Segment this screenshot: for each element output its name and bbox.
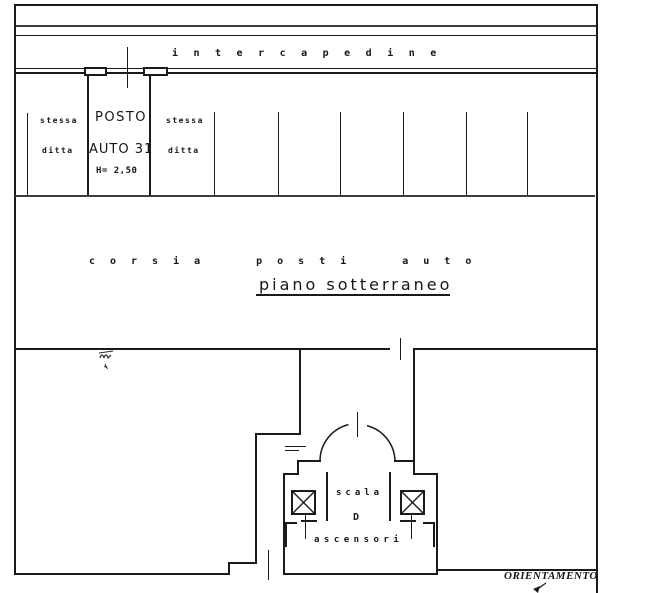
wall-bottom-left — [15, 573, 230, 575]
frame-border-top — [14, 4, 598, 6]
stall-right-label-1: stessa — [166, 116, 204, 125]
door-jamb-tick — [400, 338, 401, 360]
floor-label: piano sotterraneo — [259, 275, 453, 294]
stall-divider — [340, 112, 341, 196]
stair-label: scala — [336, 488, 384, 498]
leader-line — [127, 47, 128, 88]
wall-step-horizontal — [228, 562, 257, 564]
core-shoulder-right — [394, 460, 415, 462]
stall-divider — [403, 112, 404, 196]
core-wall-top — [283, 473, 299, 475]
core-shoulder-left — [297, 460, 321, 462]
wall-vertical — [299, 348, 301, 435]
stall-left-label-2: ditta — [42, 146, 74, 155]
stall-divider-posto-left — [87, 76, 89, 196]
stall-divider-posto-right — [149, 76, 151, 196]
wall-opening-hatch — [84, 67, 107, 76]
posto-auto-label-1: POSTO — [95, 110, 147, 125]
intercapedine-wall-line — [16, 72, 596, 74]
door-bracket-right-h — [423, 522, 435, 524]
stall-divider — [527, 112, 528, 196]
stall-divider — [278, 112, 279, 196]
intercapedine-wall-line — [16, 35, 596, 36]
core-wall-bottom — [283, 573, 438, 575]
elevator-sill-left — [301, 520, 317, 522]
stall-front-line — [15, 195, 595, 197]
wall-vertical — [255, 433, 257, 564]
elevator-symbol-right — [400, 490, 425, 515]
elevators-label: ascensori — [314, 535, 404, 545]
posto-auto-height-label: H= 2,50 — [96, 166, 138, 176]
posto-auto-label-2: AUTO 31 — [89, 142, 154, 157]
core-notch-vertical — [297, 460, 299, 475]
north-arrow-icon — [533, 582, 547, 593]
core-wall-left — [283, 473, 285, 575]
door-jamb-tick — [268, 550, 269, 580]
stall-divider — [466, 112, 467, 196]
stall-right-label-2: ditta — [168, 146, 200, 155]
elevator-x-icon — [292, 491, 315, 514]
door-bracket-right-v — [433, 522, 435, 547]
core-wall-right — [436, 473, 438, 575]
wall-step-vertical — [228, 562, 230, 575]
elevator-leader-right — [411, 514, 412, 539]
frame-border-right — [596, 4, 598, 593]
orientation-label: ORIENTAMENTO — [504, 570, 598, 582]
stair-letter: D — [353, 512, 360, 523]
door-bracket-left-h — [285, 522, 297, 524]
wall-lane-bottom-left — [15, 348, 390, 350]
corsia-label: corsia posti auto — [89, 256, 487, 267]
intercapedine-wall-line — [16, 25, 596, 27]
wall-lane-bottom-right — [413, 348, 597, 350]
elevator-sill-right — [400, 520, 416, 522]
stair-partition-left — [326, 472, 328, 521]
step-mark-line — [285, 446, 306, 447]
arc-center-tick — [357, 412, 358, 437]
elevator-symbol-left — [291, 490, 316, 515]
stall-divider — [27, 113, 28, 196]
floor-label-underline — [256, 294, 450, 296]
wall-opening-hatch — [143, 67, 168, 76]
stair-entrance-arc — [319, 423, 396, 462]
elevator-leader-left — [305, 514, 306, 539]
wall-bottom-right — [437, 569, 597, 571]
intercapedine-wall-line — [16, 68, 596, 69]
door-bracket-left-v — [285, 522, 287, 547]
wall-vertical-right — [413, 348, 415, 475]
stair-partition-right — [389, 472, 391, 521]
step-mark-line — [285, 450, 299, 451]
elevator-x-icon — [401, 491, 424, 514]
frame-border-left — [14, 4, 16, 575]
intercapedine-label: intercapedine — [172, 48, 452, 59]
core-wall-top — [413, 473, 438, 475]
stall-left-label-1: stessa — [40, 116, 78, 125]
stall-divider — [214, 112, 215, 196]
wall-horizontal — [255, 433, 301, 435]
handwritten-annotation — [98, 350, 114, 370]
